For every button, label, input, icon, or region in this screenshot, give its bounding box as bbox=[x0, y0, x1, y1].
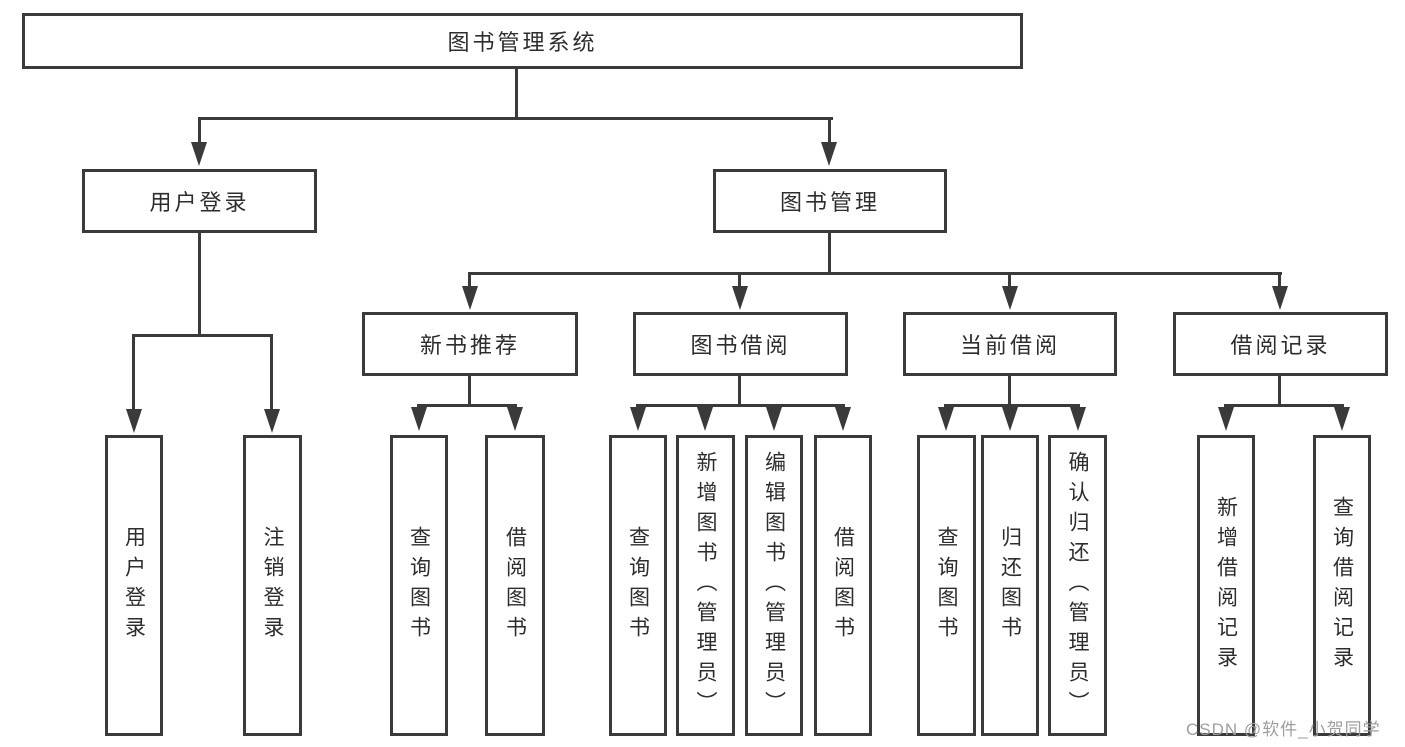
csdn-watermark: CSDN @软件_小贺同学 bbox=[1186, 720, 1381, 739]
node-book-borrow: 图书借阅 bbox=[633, 312, 848, 376]
connector-line bbox=[468, 376, 471, 407]
leaf-query-books-borrow: 查询图书 bbox=[609, 435, 667, 736]
arrow-down-icon bbox=[1002, 407, 1018, 431]
leaf-label: 借阅图书 bbox=[503, 525, 527, 646]
leaf-label: 归还图书 bbox=[998, 525, 1022, 646]
arrow-down-icon bbox=[938, 407, 954, 431]
connector-line bbox=[738, 274, 741, 287]
arrow-down-icon bbox=[411, 407, 427, 431]
connector-line bbox=[828, 233, 831, 274]
arrow-down-icon bbox=[126, 409, 142, 433]
connector-line bbox=[1008, 376, 1011, 407]
leaf-borrow-books-recommend: 借阅图书 bbox=[485, 435, 545, 736]
leaf-confirm-return-admin: 确认归还（管理员） bbox=[1048, 435, 1107, 736]
node-user-login: 用户登录 bbox=[82, 169, 317, 233]
leaf-label: 注销登录 bbox=[261, 525, 284, 646]
connector-line bbox=[270, 336, 273, 409]
connector-line bbox=[636, 404, 845, 407]
arrow-down-icon bbox=[191, 142, 207, 166]
arrow-down-icon bbox=[1002, 286, 1018, 310]
connector-line bbox=[198, 233, 201, 337]
leaf-label: 查询图书 bbox=[935, 525, 958, 646]
leaf-label: 查询图书 bbox=[626, 525, 650, 646]
leaf-label: 查询借阅记录 bbox=[1330, 495, 1354, 676]
node-label: 图书借阅 bbox=[690, 333, 791, 358]
leaf-user-login: 用户登录 bbox=[105, 435, 163, 736]
arrow-down-icon bbox=[1218, 407, 1234, 431]
arrow-down-icon bbox=[462, 286, 478, 310]
arrow-down-icon bbox=[732, 286, 748, 310]
arrow-down-icon bbox=[507, 407, 523, 431]
leaf-add-borrow-record: 新增借阅记录 bbox=[1197, 435, 1255, 736]
node-label: 新书推荐 bbox=[419, 333, 520, 358]
leaf-label: 借阅图书 bbox=[831, 525, 855, 646]
leaf-query-borrow-record: 查询借阅记录 bbox=[1313, 435, 1371, 736]
leaf-label: 新增借阅记录 bbox=[1214, 495, 1238, 676]
connector-line bbox=[417, 404, 517, 407]
leaf-logout: 注销登录 bbox=[243, 435, 302, 736]
node-label: 图书管理 bbox=[779, 190, 880, 215]
arrow-down-icon bbox=[1272, 286, 1288, 310]
arrow-down-icon bbox=[766, 407, 782, 431]
connector-line bbox=[738, 376, 741, 407]
leaf-return-books: 归还图书 bbox=[981, 435, 1039, 736]
connector-line bbox=[944, 404, 1080, 407]
leaf-edit-books-admin: 编辑图书（管理员） bbox=[745, 435, 803, 736]
arrow-down-icon bbox=[821, 142, 837, 166]
connector-line bbox=[132, 334, 273, 337]
arrow-down-icon bbox=[697, 407, 713, 431]
leaf-label: 新增图书（管理员） bbox=[694, 450, 717, 721]
arrow-down-icon bbox=[630, 407, 646, 431]
node-label: 借阅记录 bbox=[1230, 333, 1331, 358]
arrow-down-icon bbox=[1070, 407, 1086, 431]
connector-line bbox=[1224, 404, 1344, 407]
node-book-management: 图书管理 bbox=[713, 169, 947, 233]
node-label: 当前借阅 bbox=[959, 333, 1060, 358]
arrow-down-icon bbox=[835, 407, 851, 431]
leaf-query-books-recommend: 查询图书 bbox=[390, 435, 448, 736]
connector-line bbox=[1008, 274, 1011, 287]
node-label: 用户登录 bbox=[149, 190, 250, 215]
arrow-down-icon bbox=[1334, 407, 1350, 431]
node-current-borrow: 当前借阅 bbox=[903, 312, 1117, 376]
connector-line bbox=[468, 274, 471, 287]
leaf-label: 编辑图书（管理员） bbox=[762, 450, 786, 721]
leaf-query-books-current: 查询图书 bbox=[917, 435, 976, 736]
connector-line bbox=[1278, 274, 1281, 287]
leaf-label: 用户登录 bbox=[122, 525, 146, 646]
leaf-borrow-books: 借阅图书 bbox=[814, 435, 872, 736]
node-root: 图书管理系统 bbox=[22, 13, 1023, 69]
node-root-label: 图书管理系统 bbox=[447, 30, 598, 55]
leaf-label: 确认归还（管理员） bbox=[1066, 450, 1089, 721]
arrow-down-icon bbox=[264, 409, 280, 433]
connector-line bbox=[468, 272, 1282, 275]
connector-line bbox=[515, 69, 518, 119]
leaf-label: 查询图书 bbox=[407, 525, 431, 646]
connector-line bbox=[828, 119, 831, 143]
node-borrow-records: 借阅记录 bbox=[1173, 312, 1388, 376]
connector-line bbox=[198, 117, 833, 120]
node-new-book-recommend: 新书推荐 bbox=[362, 312, 578, 376]
connector-line bbox=[198, 119, 201, 143]
connector-line bbox=[132, 336, 135, 409]
leaf-add-books-admin: 新增图书（管理员） bbox=[676, 435, 735, 736]
connector-line bbox=[1278, 376, 1281, 407]
